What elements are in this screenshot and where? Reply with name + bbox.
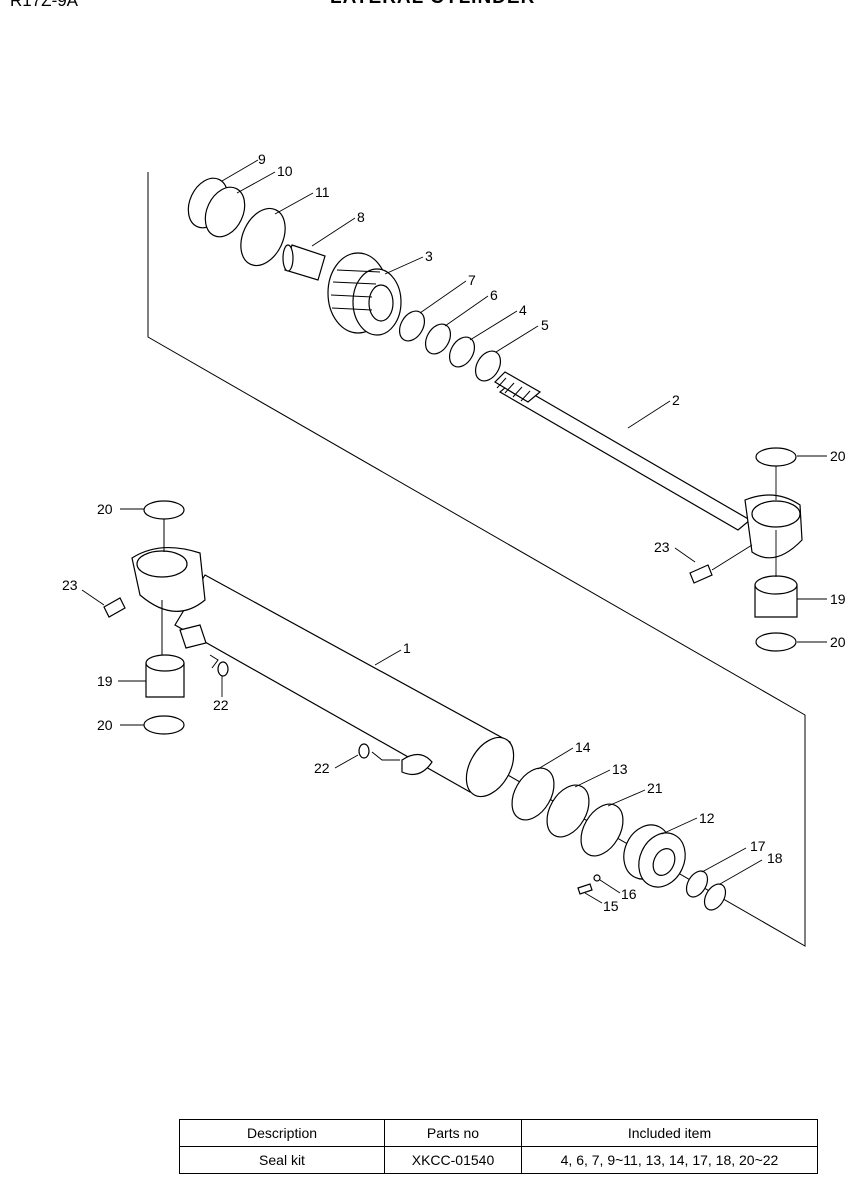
callout-20-d: 20: [97, 717, 113, 733]
callout-19-b: 19: [97, 673, 113, 689]
callout-6: 6: [490, 287, 498, 303]
rod-thread: [494, 371, 542, 403]
header-included-item: Included item: [521, 1119, 818, 1147]
steel-ball: [593, 874, 601, 882]
callout-5: 5: [541, 317, 549, 333]
page-title: LATERAL CYLINDER: [330, 0, 535, 9]
back-up-ring-18: [703, 883, 727, 911]
callout-22-a: 22: [213, 697, 229, 713]
rod-seal: [398, 310, 426, 342]
grease-nipple-left: [103, 597, 126, 618]
callout-18: 18: [767, 850, 783, 866]
leader-lines: [81, 159, 827, 904]
callout-12: 12: [699, 810, 715, 826]
callout-15: 15: [603, 898, 619, 914]
o-ring-11: [240, 207, 286, 267]
cylinder-tube: [174, 574, 511, 793]
rod-assembly: [187, 177, 803, 652]
callout-9: 9: [258, 151, 266, 167]
cell-description: Seal kit: [179, 1146, 385, 1174]
callout-2: 2: [672, 392, 680, 408]
seal-kit-table: Description Parts no Included item Seal …: [179, 1119, 818, 1174]
dust-seal-top-left: [143, 500, 185, 520]
o-ring-22-left: [217, 661, 229, 677]
o-ring-21: [580, 803, 624, 857]
callout-labels: 9 10 11 8 3 7 6 4 5 2 20 23 19 20 20 23 …: [62, 151, 846, 914]
callout-20-a: 20: [830, 448, 846, 464]
header-parts-no: Parts no: [384, 1119, 522, 1147]
cell-included-item: 4, 6, 7, 9~11, 13, 14, 17, 18, 20~22: [521, 1146, 818, 1174]
tube-eye-bore: [136, 550, 188, 578]
callout-20-c: 20: [97, 501, 113, 517]
o-ring-22-right: [358, 743, 370, 759]
rod-eye-bore: [751, 500, 801, 528]
o-ring-17: [685, 870, 709, 898]
callout-14: 14: [575, 739, 591, 755]
callout-4: 4: [519, 302, 527, 318]
table-header-row: Description Parts no Included item: [179, 1119, 818, 1147]
model-number: R17Z-9A: [10, 0, 79, 10]
grease-nipple-right: [689, 564, 713, 584]
callout-21: 21: [647, 780, 663, 796]
wear-ring: [511, 767, 555, 821]
callout-3: 3: [425, 248, 433, 264]
set-screw: [577, 883, 593, 895]
dust-seal-bottom-left: [143, 715, 185, 735]
callout-13: 13: [612, 761, 628, 777]
dust-seal-top-right: [755, 447, 797, 467]
tube-bore: [465, 736, 515, 798]
o-ring-4: [448, 336, 476, 368]
port-fitting-right: [401, 753, 433, 775]
port-fitting-left: [179, 624, 207, 649]
callout-17: 17: [750, 838, 766, 854]
callout-1: 1: [403, 640, 411, 656]
snap-ring: [474, 350, 502, 382]
callout-7: 7: [468, 272, 476, 288]
callout-8: 8: [357, 209, 365, 225]
back-up-ring: [204, 186, 246, 238]
tube-assembly: [103, 500, 727, 911]
piston-rod: [498, 381, 752, 531]
callout-23-a: 23: [654, 539, 670, 555]
assembly-frame: [147, 172, 806, 947]
piston-seal: [546, 784, 590, 838]
callout-11: 11: [315, 184, 330, 200]
table-row: Seal kit XKCC-01540 4, 6, 7, 9~11, 13, 1…: [179, 1146, 818, 1174]
callout-20-b: 20: [830, 634, 846, 650]
callout-16: 16: [621, 886, 637, 902]
header-description: Description: [179, 1119, 385, 1147]
cell-parts-no: XKCC-01540: [384, 1146, 522, 1174]
callout-19-a: 19: [830, 591, 846, 607]
callout-22-b: 22: [314, 760, 330, 776]
callout-23-b: 23: [62, 577, 78, 593]
dust-seal-bottom-right: [755, 632, 797, 652]
callout-10: 10: [277, 163, 293, 179]
